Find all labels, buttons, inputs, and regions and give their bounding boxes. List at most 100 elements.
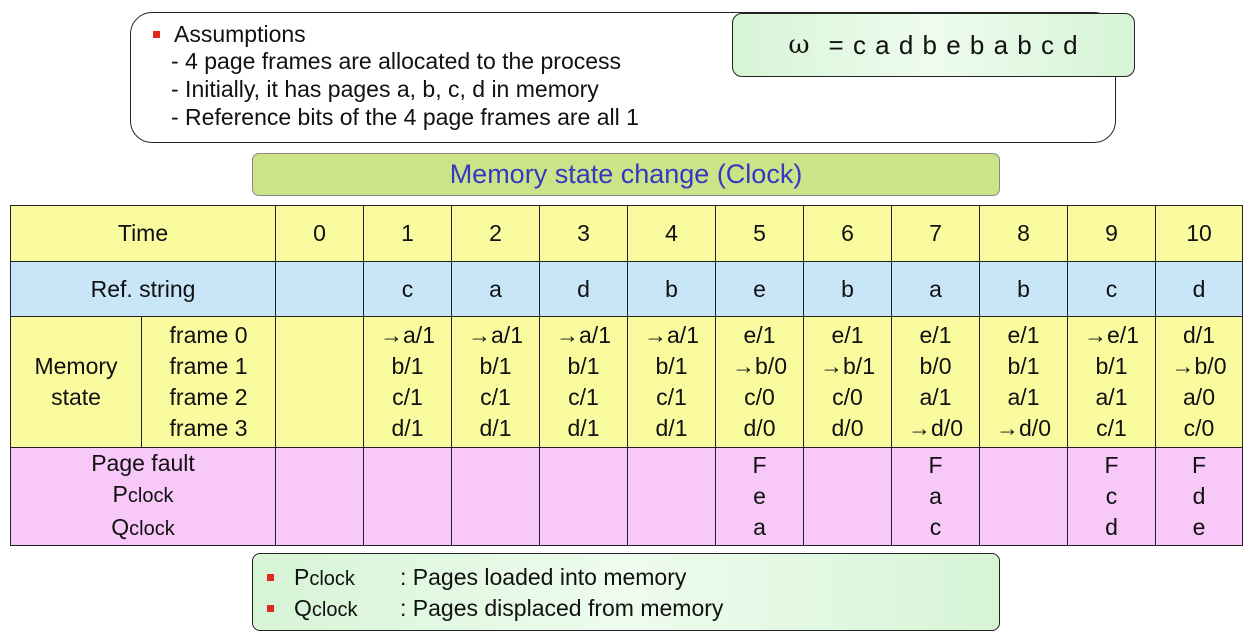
fault-mark xyxy=(276,450,363,481)
pclock-value xyxy=(364,481,451,512)
frame-entry: d/0 xyxy=(743,415,776,441)
time-cell: 0 xyxy=(275,205,365,262)
frame-entry xyxy=(276,413,363,444)
ref-cell: d xyxy=(1155,261,1244,317)
time-cell: 2 xyxy=(451,205,541,262)
frame-entry: d/0 xyxy=(831,415,864,441)
memory-state-label-line: Memory xyxy=(34,353,118,379)
frame-label: frame 0 xyxy=(169,322,248,348)
bullet-icon xyxy=(267,574,274,581)
ref-cell: a xyxy=(451,261,541,317)
frame-entry: a/1 xyxy=(919,384,952,410)
reference-string-text: = c a d b e b a b c d xyxy=(828,29,1079,60)
memory-state-cell: d/1 →b/0 a/0 c/0 xyxy=(1155,316,1244,448)
frame-entry: a/1 xyxy=(1095,384,1128,410)
assumption-line: - 4 page frames are allocated to the pro… xyxy=(171,48,622,74)
qclock-value xyxy=(540,512,627,543)
frame-entry: c/0 xyxy=(1183,415,1215,441)
frame-entry: →b/0 xyxy=(732,353,787,379)
time-cell: 5 xyxy=(715,205,805,262)
frame-entry xyxy=(276,382,363,413)
fault-mark: F xyxy=(752,452,767,478)
frame-entry xyxy=(276,320,363,351)
frame-entry: b/1 xyxy=(655,353,688,379)
frame-label: frame 2 xyxy=(169,384,248,410)
ref-cell: e xyxy=(715,261,805,317)
frame-entry: →b/1 xyxy=(820,353,875,379)
qclock-value: a xyxy=(753,514,766,540)
frame-entry: →e/1 xyxy=(1084,322,1139,348)
pclock-value xyxy=(804,481,891,512)
fault-mark xyxy=(452,450,539,481)
pclock-value: a xyxy=(929,483,942,509)
memory-state-label-line: state xyxy=(51,384,101,410)
fault-mark xyxy=(804,450,891,481)
frame-entry: c/1 xyxy=(568,384,599,410)
time-cell: 6 xyxy=(803,205,893,262)
legend-key: Qclock xyxy=(294,595,358,621)
frame-entry: b/1 xyxy=(1007,353,1040,379)
memory-state-cell xyxy=(275,316,365,448)
frame-entry: d/1 xyxy=(1183,322,1215,348)
time-cell: 3 xyxy=(539,205,629,262)
time-cell: 7 xyxy=(891,205,981,262)
frame-entry: a/0 xyxy=(1183,384,1215,410)
ref-cell: c xyxy=(363,261,453,317)
frame-entry: b/1 xyxy=(391,353,424,379)
qclock-value xyxy=(980,512,1067,543)
fault-mark: F xyxy=(928,452,943,478)
frame-entry: →d/0 xyxy=(996,415,1051,441)
fault-mark xyxy=(980,450,1067,481)
legend-item-pclock: Pclock : Pages loaded into memory xyxy=(267,564,686,591)
time-cell: 1 xyxy=(363,205,453,262)
ref-cell: b xyxy=(979,261,1069,317)
qclock-value xyxy=(628,512,715,543)
fault-mark xyxy=(628,450,715,481)
pclock-label: Pclock xyxy=(112,481,174,507)
omega-symbol: ω xyxy=(788,30,811,60)
legend-key: Pclock xyxy=(294,564,355,590)
pclock-value xyxy=(276,481,363,512)
reference-string-box: ω = c a d b e b a b c d xyxy=(732,13,1135,77)
ref-cell xyxy=(275,261,365,317)
frame-entry: b/0 xyxy=(919,353,952,379)
frame-entry: c/1 xyxy=(1096,415,1127,441)
frame-entry: d/1 xyxy=(479,415,512,441)
page-fault-cell xyxy=(627,447,717,546)
page-fault-cell xyxy=(803,447,893,546)
pclock-value: e xyxy=(753,483,766,509)
bullet-icon xyxy=(267,605,274,612)
ref-cell: d xyxy=(539,261,629,317)
frame-label: frame 1 xyxy=(169,353,248,379)
pclock-value: d xyxy=(1192,483,1206,509)
frame-entry: e/1 xyxy=(1007,322,1040,348)
frame-entry: →a/1 xyxy=(556,322,611,348)
time-cell: 10 xyxy=(1155,205,1244,262)
qclock-value xyxy=(276,512,363,543)
pclock-value: c xyxy=(1105,483,1118,509)
memory-state-label: Memory state xyxy=(10,316,142,448)
fault-mark xyxy=(364,450,451,481)
page-fault-label: Page fault xyxy=(91,450,195,476)
legend-description: : Pages loaded into memory xyxy=(400,564,687,590)
frame-entry: →a/1 xyxy=(380,322,435,348)
frame-entry: b/1 xyxy=(567,353,600,379)
frame-entry: →b/0 xyxy=(1171,353,1227,379)
qclock-value xyxy=(452,512,539,543)
ref-cell: b xyxy=(803,261,893,317)
ref-cell: b xyxy=(627,261,717,317)
pclock-value xyxy=(452,481,539,512)
page-fault-cell xyxy=(539,447,629,546)
assumption-line: - Reference bits of the 4 page frames ar… xyxy=(171,104,639,130)
frame-entry: →a/1 xyxy=(644,322,699,348)
bullet-icon xyxy=(153,31,160,38)
qclock-label: Qclock xyxy=(111,514,175,540)
frame-entry: c/0 xyxy=(832,384,863,410)
